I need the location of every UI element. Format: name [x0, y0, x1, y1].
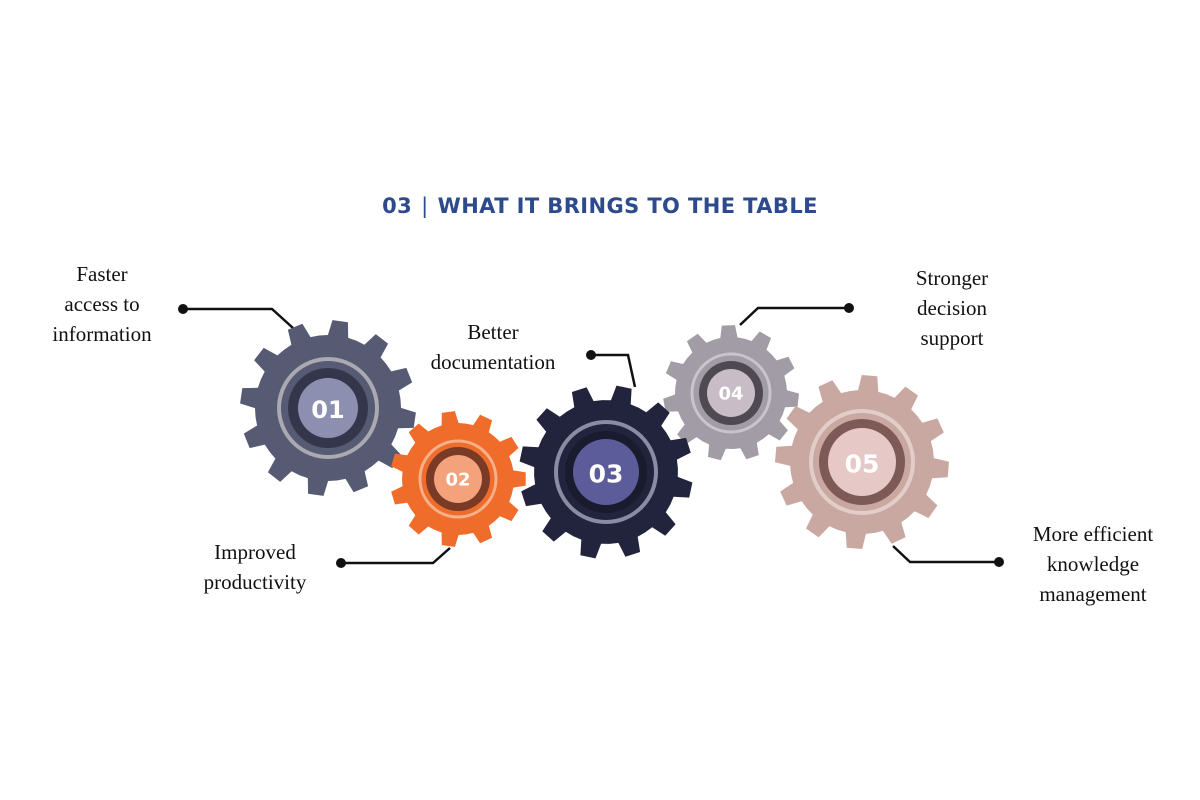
gear-number-01: 01: [311, 396, 344, 424]
gear-ring-04: [690, 352, 772, 434]
label-efficient-knowledge: More efficient knowledge management: [1032, 522, 1154, 606]
gear-04: 04: [663, 325, 799, 461]
gear-hub-02: [434, 455, 482, 503]
connector-dot-01: [178, 304, 188, 314]
gear-05: 05: [775, 375, 949, 549]
gear-number-03: 03: [589, 460, 624, 489]
gear-ring-05: [809, 409, 915, 515]
section-number: 03: [382, 194, 413, 218]
title-text: WHAT IT BRINGS TO THE TABLE: [437, 194, 818, 218]
gear-hub-03: [573, 439, 639, 505]
connector-dot-02: [336, 558, 346, 568]
connector-04: [739, 306, 849, 326]
gear-number-05: 05: [845, 450, 880, 479]
gear-number-04: 04: [718, 384, 743, 405]
connector-dot-05: [994, 557, 1004, 567]
label-faster-access: Faster access to information: [52, 262, 152, 346]
gear-ring-03: [554, 420, 658, 524]
gear-ring-02: [418, 439, 498, 519]
connector-01: [183, 307, 294, 329]
connector-03: [591, 353, 637, 388]
gear-01: 01: [240, 320, 416, 496]
gear-ring-01: [277, 357, 379, 459]
label-better-documentation: Better documentation: [430, 320, 556, 374]
gear-hub-05: [828, 428, 896, 496]
connector-05: [892, 545, 999, 564]
label-improved-productivity: Improved productivity: [203, 540, 307, 594]
gear-hub-01: [298, 378, 358, 438]
label-stronger-decision: Stronger decision support: [915, 266, 989, 350]
gear-number-02: 02: [445, 470, 470, 491]
diagram-title: 03 | WHAT IT BRINGS TO THE TABLE: [0, 194, 1200, 218]
title-separator: |: [421, 194, 429, 218]
connector-02: [341, 547, 451, 565]
connector-dot-04: [844, 303, 854, 313]
gear-hub-04: [707, 369, 755, 417]
connector-dot-03: [586, 350, 596, 360]
gear-03: 03: [519, 385, 693, 559]
gear-02: 02: [391, 411, 526, 547]
